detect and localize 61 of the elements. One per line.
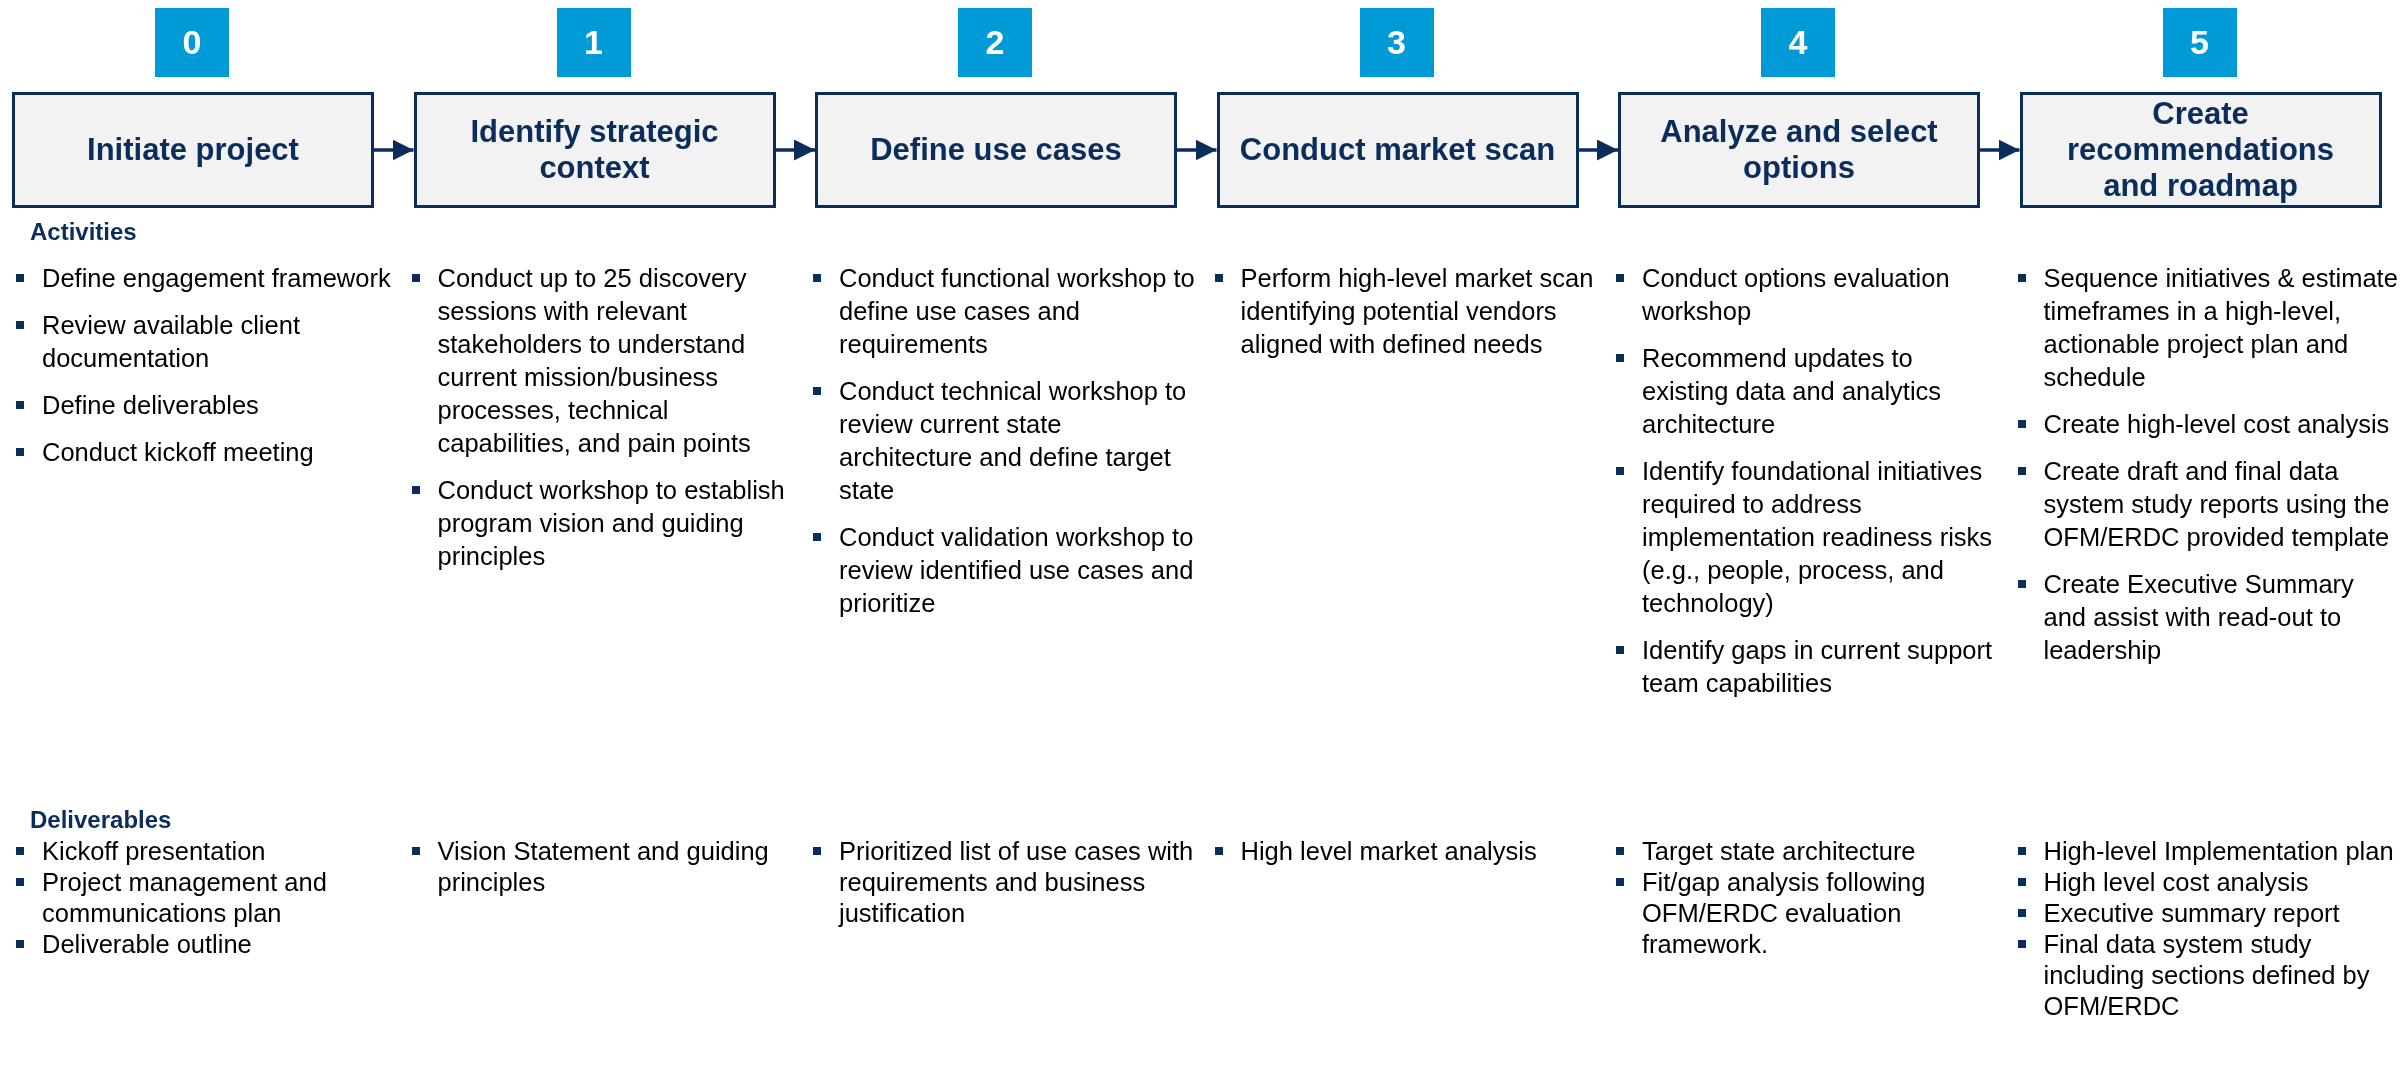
step-number-badge (155, 8, 229, 77)
process-box (815, 92, 1177, 208)
bullet-text: Project management and communications plan (42, 867, 328, 929)
bullet-text: Perform high-level market scan identifying potential vendors aligned with defined needs (1240, 263, 1595, 360)
step-title: Conduct market scan (1239, 132, 1556, 168)
bullet-text: Conduct functional workshop to define use cases and requirements (839, 263, 1195, 360)
bullet-text: Target state architecture (1642, 836, 1917, 867)
process-box (12, 92, 374, 208)
bullet-text: Fit/gap analysis following OFM/ERDC evaluation framework. (1642, 867, 1927, 960)
bullet-text: Conduct validation workshop to review identified use cases and prioritize (839, 522, 1195, 619)
process-box (1618, 92, 1980, 208)
bullet-text: Define engagement framework (42, 263, 392, 294)
bullet-text: Conduct technical workshop to review current state architecture and define target state (839, 376, 1188, 506)
bullet-text: Conduct kickoff meeting (42, 437, 315, 468)
step-number-badge (2162, 8, 2237, 77)
bullet-text: Recommend updates to existing data and analytics architecture (1642, 343, 1943, 440)
bullet-text: Sequence initiatives & estimate timeframes in a high-level, actionable project plan and schedule (2043, 263, 2399, 393)
bullet-text: Deliverable outline (42, 929, 253, 960)
bullet-text: Conduct options evaluation workshop (1642, 263, 1951, 327)
bullet-text: High-level Implementation plan (2043, 836, 2395, 867)
bullet-text: Prioritized list of use cases with requirements and business justification (839, 836, 1195, 929)
step-title: Analyze and select options (1659, 114, 1939, 186)
step-number: 5 (2190, 23, 2209, 62)
step-number: 4 (1788, 23, 1808, 62)
arrow (1177, 139, 1217, 161)
step-number-badge (1761, 8, 1835, 77)
bullet-text: Conduct up to 25 discovery sessions with relevant stakeholders to understand current mission/business processes, technical capabilities, and pain points (437, 263, 752, 459)
process-box (2019, 92, 2382, 208)
bullet-text: Define deliverables (42, 390, 260, 421)
bullet-text: Create draft and final data system study reports using the OFM/ERDC provided template (2043, 456, 2391, 553)
step-title: Identify strategic context (469, 114, 720, 186)
arrow (1578, 139, 1618, 161)
process-box (413, 92, 776, 208)
step-number-badge (958, 8, 1032, 77)
step-number: 2 (985, 23, 1005, 62)
step-number-badge (556, 8, 631, 77)
section-heading: Deliverables (30, 806, 172, 834)
step-number-badge (1359, 8, 1434, 77)
section-heading: Activities (30, 218, 137, 246)
bullet-text: Create high-level cost analysis (2043, 409, 2391, 440)
arrow (374, 139, 414, 161)
process-box (1216, 92, 1579, 208)
arrow (775, 139, 815, 161)
bullet-text: Review available client documentation (42, 310, 301, 374)
bullet-text: Executive summary report (2043, 898, 2341, 929)
bullet-text: Create Executive Summary and assist with read-out to leadership (2043, 569, 2355, 666)
bullet-text: Final data system study including sections defined by OFM/ERDC (2043, 929, 2371, 1022)
bullet-text: High level cost analysis (2043, 867, 2310, 898)
bullet-text: Identify foundational initiatives required to address implementation readiness risks (e.g., people, process, and technology) (1642, 456, 1994, 619)
step-number: 1 (584, 23, 603, 62)
arrow (1980, 139, 2020, 161)
bullet-text: Vision Statement and guiding principles (437, 836, 770, 898)
step-title: Initiate project (87, 132, 299, 168)
bullet-text: Kickoff presentation (42, 836, 267, 867)
bullet-text: Conduct workshop to establish program vision and guiding principles (437, 475, 786, 572)
bullet-text: High level market analysis (1240, 836, 1538, 867)
step-title: Define use cases (870, 132, 1122, 168)
bullet-text: Identify gaps in current support team capabilities (1642, 635, 1994, 699)
step-number: 0 (182, 23, 202, 62)
step-title: Create recommendations and roadmap (2066, 96, 2335, 204)
step-number: 3 (1387, 23, 1406, 62)
